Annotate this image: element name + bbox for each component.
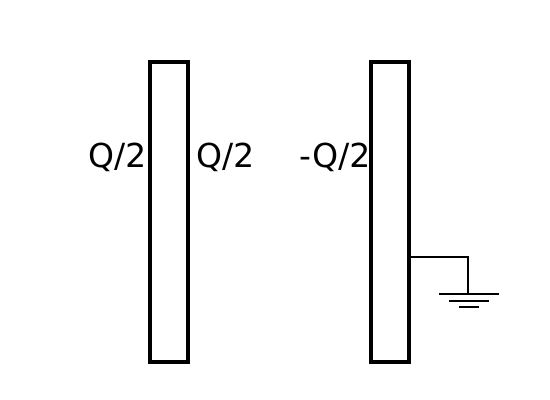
left-plate	[148, 60, 190, 364]
left-plate-inner-charge-label: Q/2	[196, 136, 255, 175]
ground-symbol-icon	[439, 293, 499, 308]
left-plate-outer-charge-label: Q/2	[88, 136, 147, 175]
right-plate-inner-charge-label: -Q/2	[299, 136, 371, 175]
ground-wire	[409, 256, 469, 294]
right-plate	[369, 60, 411, 364]
